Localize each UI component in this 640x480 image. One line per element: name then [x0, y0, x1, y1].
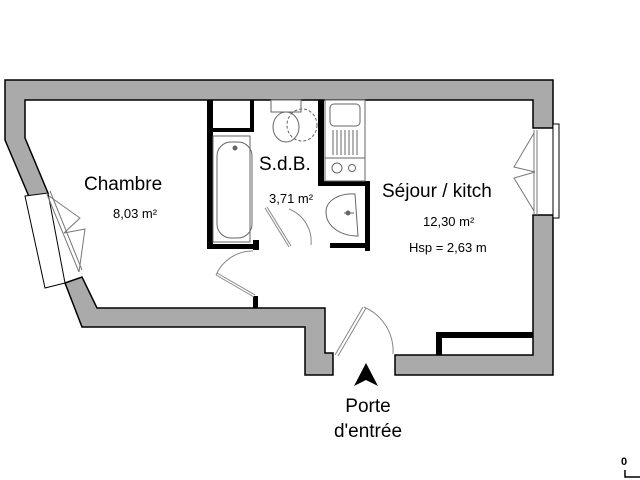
window-sejour	[513, 123, 560, 219]
entrance-label-line2: d'entrée	[333, 421, 403, 442]
bathtub	[212, 135, 253, 243]
window-chambre	[24, 190, 86, 289]
doors	[215, 206, 394, 357]
ceiling-height: Hsp = 2,63 m	[409, 240, 487, 255]
kitchen-unit	[324, 99, 366, 182]
room-name-chambre: Chambre	[84, 174, 163, 195]
wall-top-left	[4, 79, 554, 200]
scale-bar	[624, 470, 640, 478]
entrance-label: Porte d'entrée	[318, 394, 418, 444]
wall-bottom-right	[394, 214, 554, 376]
washbasin	[325, 193, 359, 237]
toilet	[270, 99, 318, 143]
room-area-chambre: 8,03 m²	[113, 206, 158, 221]
room-name-sejour: Séjour / kitch	[382, 181, 492, 202]
north-arrow-icon	[354, 363, 378, 386]
interior-partitions	[207, 100, 533, 355]
entrance-label-line1: Porte	[345, 396, 391, 417]
scale-label: 0	[621, 456, 628, 468]
room-area-sejour: 12,30 m²	[423, 214, 475, 229]
wall-bottom-left	[64, 276, 334, 376]
room-area-sdb: 3,71 m²	[269, 191, 314, 206]
room-name-sdb: S.d.B.	[259, 154, 311, 175]
